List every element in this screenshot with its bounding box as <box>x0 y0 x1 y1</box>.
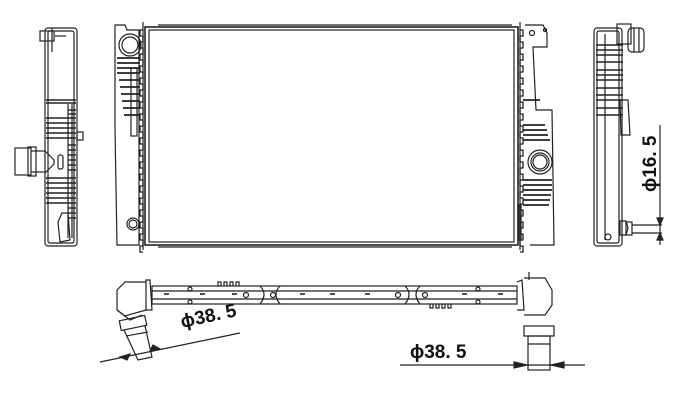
right-side-view <box>593 23 664 247</box>
front-view <box>114 22 555 253</box>
left-side-view <box>14 27 84 247</box>
dimension-label-outlet: ϕ38. 5 <box>410 342 467 363</box>
bottom-view <box>99 272 585 371</box>
dimension-label-small-pipe: ϕ16. 5 <box>640 135 661 193</box>
